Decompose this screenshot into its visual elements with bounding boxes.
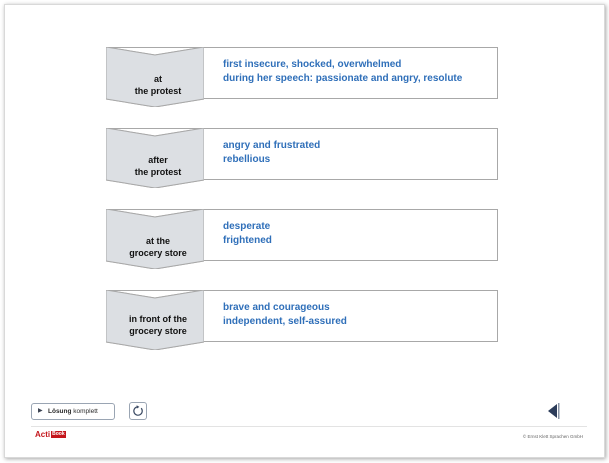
row-description: brave and courageous independent, self-a… [223, 301, 347, 329]
row-label: at the protest [112, 73, 204, 97]
row-description: angry and frustrated rebellious [223, 139, 320, 167]
copyright-notice: © Ernst Klett Sprachen GmbH [522, 434, 583, 439]
reset-icon [133, 405, 143, 416]
logo-text: Acti [35, 430, 51, 439]
row-in-front-of-the-grocery-store: in front of the grocery store brave and … [106, 290, 498, 350]
row-at-the-grocery-store: at the grocery store desperate frightene… [106, 209, 498, 269]
row-label-line: grocery store [129, 326, 187, 336]
row-label-line: grocery store [129, 248, 187, 258]
row-description: desperate frightened [223, 220, 272, 248]
play-icon: ▶ [38, 408, 43, 414]
row-label-line: in front of the [129, 314, 187, 324]
row-description-line: desperate [223, 221, 271, 232]
row-description-line: frightened [223, 235, 272, 246]
logo-box-text: Book [51, 431, 66, 439]
row-label: after the protest [112, 154, 204, 178]
row-description-line: during her speech: passionate and angry,… [223, 73, 463, 84]
row-label: in front of the grocery store [112, 313, 204, 337]
chevron-shape [106, 128, 204, 188]
solution-button-label: Lösung komplett [48, 408, 98, 415]
reset-button[interactable] [129, 402, 147, 420]
chevron-shape [106, 47, 204, 107]
show-solution-button[interactable]: ▶ Lösung komplett [31, 403, 115, 420]
footer-divider [31, 426, 587, 427]
row-label-line: after [148, 155, 168, 165]
row-description-line: angry and frustrated [223, 140, 321, 151]
row-label-line: at [153, 74, 162, 84]
row-description-line: brave and courageous [223, 302, 330, 313]
row-label-line: the protest [134, 86, 182, 96]
row-at-the-protest: at the protest first insecure, shocked, … [106, 47, 498, 107]
row-label: at the grocery store [112, 235, 204, 259]
row-description-line: first insecure, shocked, overwhelmed [223, 59, 402, 70]
row-label-line: at the [145, 236, 170, 246]
row-label-line: the protest [134, 167, 182, 177]
row-after-the-protest: after the protest angry and frustrated r… [106, 128, 498, 188]
chevron-shape [106, 209, 204, 269]
chevron-shape [106, 290, 204, 350]
row-description: first insecure, shocked, overwhelmed dur… [223, 58, 462, 86]
row-description-line: rebellious [223, 154, 271, 165]
row-description-line: independent, self-assured [223, 316, 347, 327]
back-arrow-icon[interactable] [546, 401, 560, 421]
